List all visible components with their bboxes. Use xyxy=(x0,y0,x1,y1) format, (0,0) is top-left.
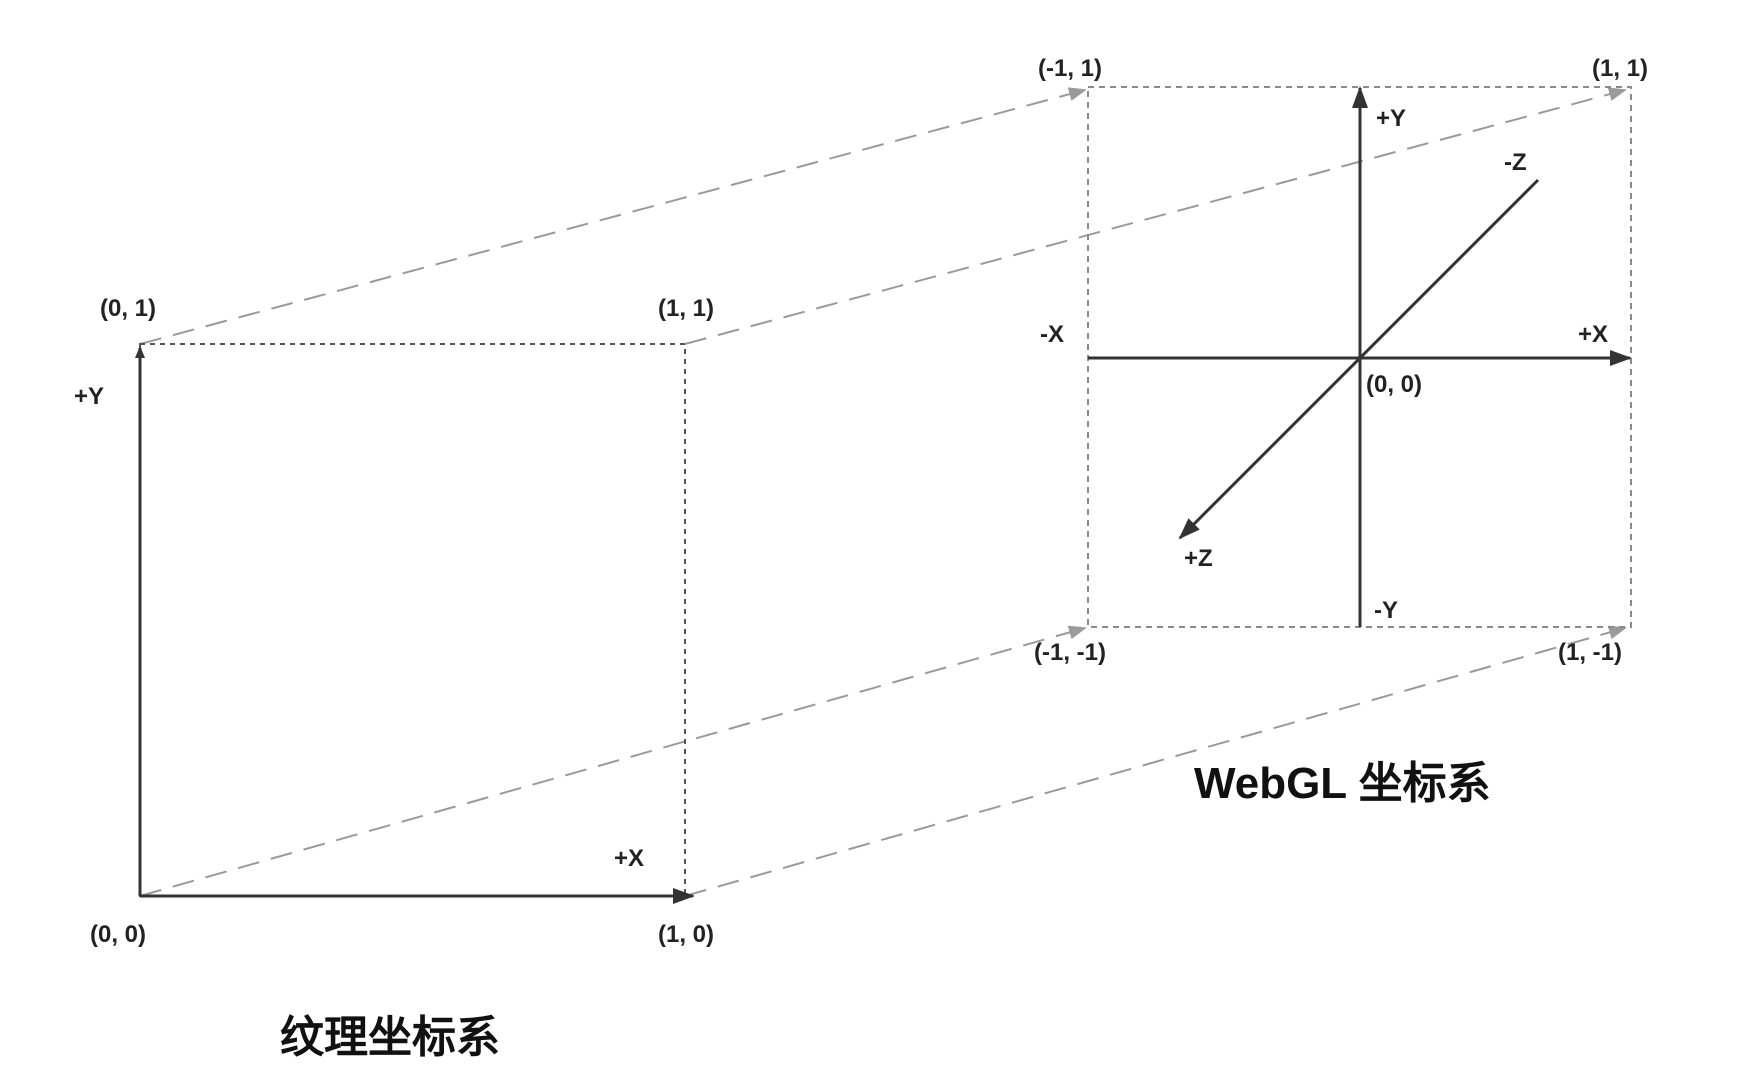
webgl-coordinate-system: (-1, 1) (1, 1) (-1, -1) (1, -1) (0, 0) +… xyxy=(1034,55,1648,808)
projection-line-bottom-left xyxy=(139,625,1087,897)
texture-label-plus-y: +Y xyxy=(74,383,104,410)
webgl-title: WebGL 坐标系 xyxy=(1194,759,1491,808)
projection-lines xyxy=(139,87,1627,897)
texture-label-bottom-left: (0, 0) xyxy=(90,921,146,948)
texture-coordinate-system: (0, 1) (1, 1) (0, 0) (1, 0) +Y +X 纹理坐标系 xyxy=(74,295,714,1062)
webgl-label-origin: (0, 0) xyxy=(1366,371,1422,398)
webgl-label-minus-z: -Z xyxy=(1504,149,1527,176)
projection-line-top-left xyxy=(139,87,1087,345)
webgl-label-minus-y: -Y xyxy=(1374,597,1398,624)
webgl-label-bottom-right: (1, -1) xyxy=(1558,639,1622,666)
texture-frame xyxy=(139,343,686,897)
webgl-label-plus-x: +X xyxy=(1578,321,1608,348)
webgl-label-bottom-left: (-1, -1) xyxy=(1034,639,1106,666)
projection-line-bottom-right xyxy=(684,625,1627,897)
webgl-z-axis xyxy=(1178,178,1540,540)
webgl-label-top-left: (-1, 1) xyxy=(1038,55,1102,82)
texture-label-top-left: (0, 1) xyxy=(100,295,156,322)
webgl-label-plus-y: +Y xyxy=(1376,105,1406,132)
texture-label-plus-x: +X xyxy=(614,845,644,872)
webgl-label-plus-z: +Z xyxy=(1184,545,1213,572)
webgl-label-minus-x: -X xyxy=(1040,321,1064,348)
webgl-label-top-right: (1, 1) xyxy=(1592,55,1648,82)
texture-title: 纹理坐标系 xyxy=(280,1013,500,1062)
texture-label-bottom-right: (1, 0) xyxy=(658,921,714,948)
texture-label-top-right: (1, 1) xyxy=(658,295,714,322)
projection-line-top-right xyxy=(684,87,1627,345)
